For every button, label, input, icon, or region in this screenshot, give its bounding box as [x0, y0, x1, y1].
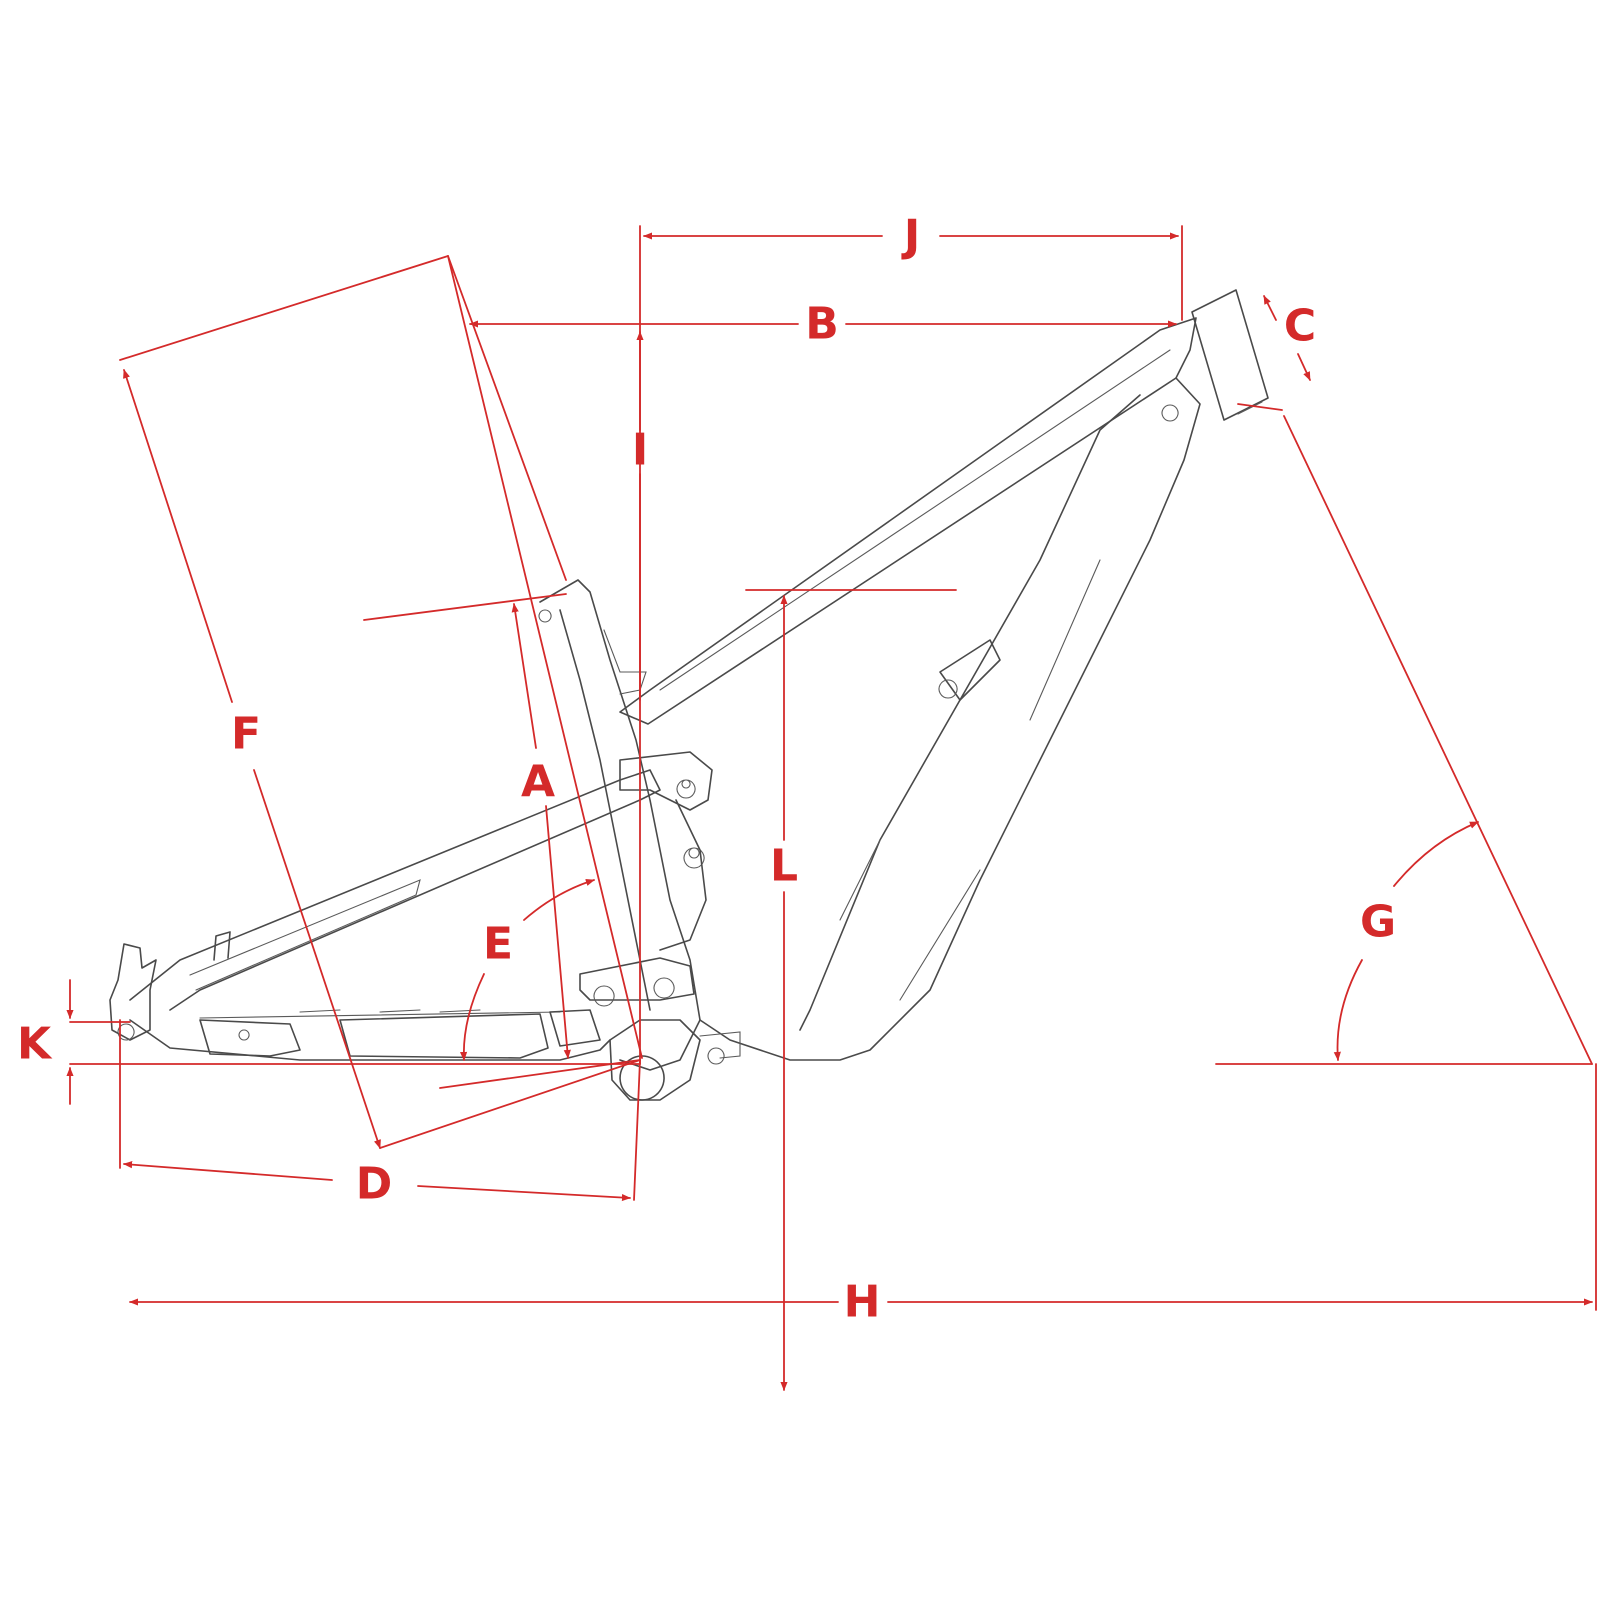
label-e: E: [483, 919, 513, 970]
label-b: B: [805, 299, 839, 350]
bike-frame: [109, 289, 1269, 1101]
rear-dropout: [109, 943, 157, 1041]
label-a: A: [521, 757, 555, 808]
label-j: J: [901, 211, 920, 262]
seat-tube: [539, 579, 701, 1071]
label-f: F: [231, 709, 261, 760]
dimension-lines: [66, 225, 1597, 1391]
label-c: C: [1284, 301, 1316, 352]
seat-stay: [129, 769, 661, 1011]
label-g: G: [1360, 897, 1396, 948]
top-tube: [619, 317, 1197, 725]
head-tube: [1191, 289, 1269, 421]
chain-stay: [129, 1019, 611, 1061]
label-i: I: [632, 425, 648, 476]
label-k: K: [17, 1019, 53, 1070]
rocker-link: [619, 751, 713, 811]
label-h: H: [844, 1277, 881, 1328]
rear-shock: [579, 957, 695, 1001]
label-d: D: [356, 1159, 393, 1210]
down-tube: [699, 377, 1201, 1061]
label-l: L: [770, 841, 798, 892]
dimension-labels: A B C D E F G H I J K L: [17, 211, 1396, 1328]
